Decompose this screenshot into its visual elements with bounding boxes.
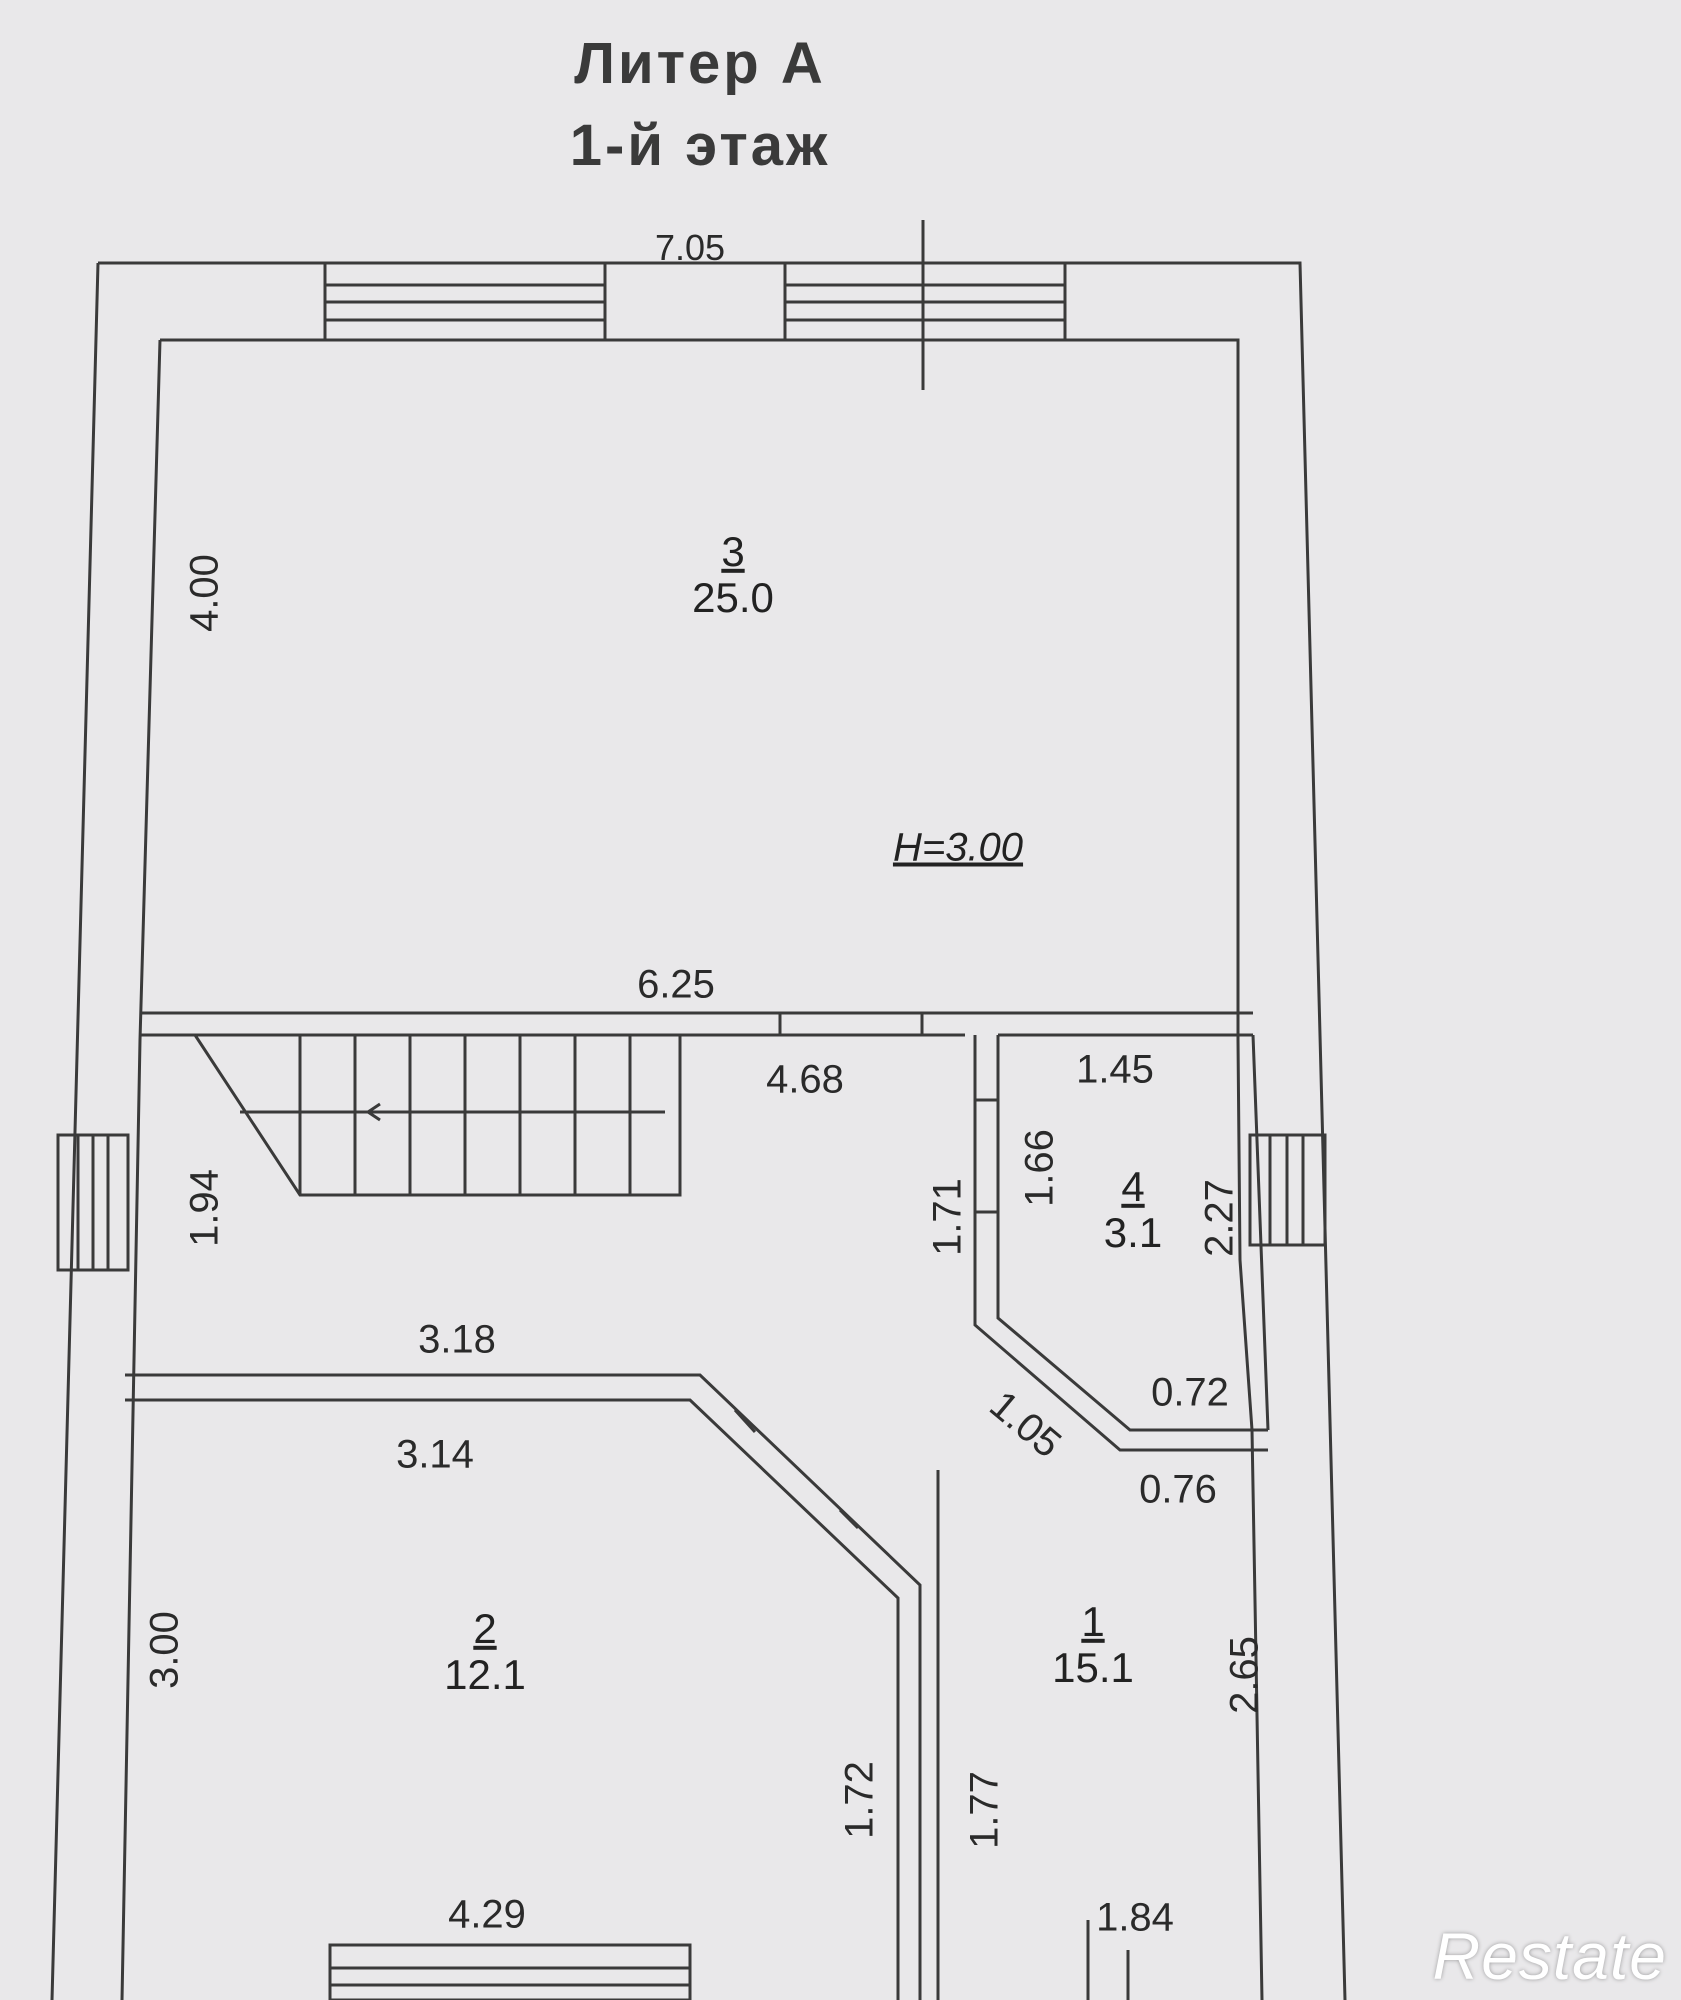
dim-room1-top: 0.76 [1139,1467,1217,1512]
dim-room1-bottom: 1.84 [1096,1895,1174,1940]
dim-hall-height: 1.94 [182,1169,227,1247]
dim-room2-right: 1.72 [837,1761,882,1839]
partition-room3 [140,1011,1253,1037]
dim-top-overall: 7.05 [654,227,726,268]
dim-room2-top: 3.14 [396,1432,474,1477]
dim-room4-bottom: 0.72 [1151,1370,1229,1415]
plan-title-liter: Литер А [574,31,826,96]
dim-room1-right: 2.65 [1222,1636,1267,1714]
room-1-label: 1 15.1 [1052,1597,1134,1691]
plan-title-floor: 1-й этаж [569,113,831,178]
staircase [193,1034,682,1197]
left-window [56,1133,130,1272]
room-2-label: 2 12.1 [444,1604,526,1698]
room-1-number: 1 [1081,1597,1105,1645]
room-3-number: 3 [721,527,745,575]
outer-wall [50,261,1347,2000]
right-window [1248,1133,1327,1247]
room-4-number: 4 [1121,1162,1145,1210]
room2-walls [125,1373,922,2000]
dim-room2-left: 3.00 [142,1611,187,1689]
room-2-number: 2 [473,1604,497,1652]
bottom-window [328,1943,692,2000]
dim-room4-right: 2.27 [1197,1179,1242,1257]
room-3-area: 25.0 [692,574,774,621]
dim-room4-left: 1.66 [1017,1129,1062,1207]
dim-room4-top: 1.45 [1076,1047,1154,1092]
room-4-label: 4 3.1 [1103,1162,1163,1256]
room4-walls [973,1033,1270,1452]
room-3-label: 3 25.0 [692,527,774,621]
room-2-area: 12.1 [444,1651,526,1698]
dim-room2-bottom: 4.29 [448,1892,526,1937]
top-window-left [323,261,607,342]
dim-room3-height: 4.00 [182,554,227,632]
room-1-area: 15.1 [1052,1644,1134,1691]
dim-hall-width: 4.68 [766,1057,844,1102]
room-4-area: 3.1 [1103,1209,1163,1256]
dim-hall-partition: 1.71 [925,1178,970,1256]
dim-hall-bottom: 3.18 [418,1317,496,1362]
dim-room1-left: 1.77 [962,1771,1007,1849]
dim-room3-width: 6.25 [637,962,715,1007]
ceiling-height-label: H=3.00 [892,825,1024,870]
restate-watermark-logo: Restate [1432,1919,1667,1993]
top-window-right [783,261,1067,342]
